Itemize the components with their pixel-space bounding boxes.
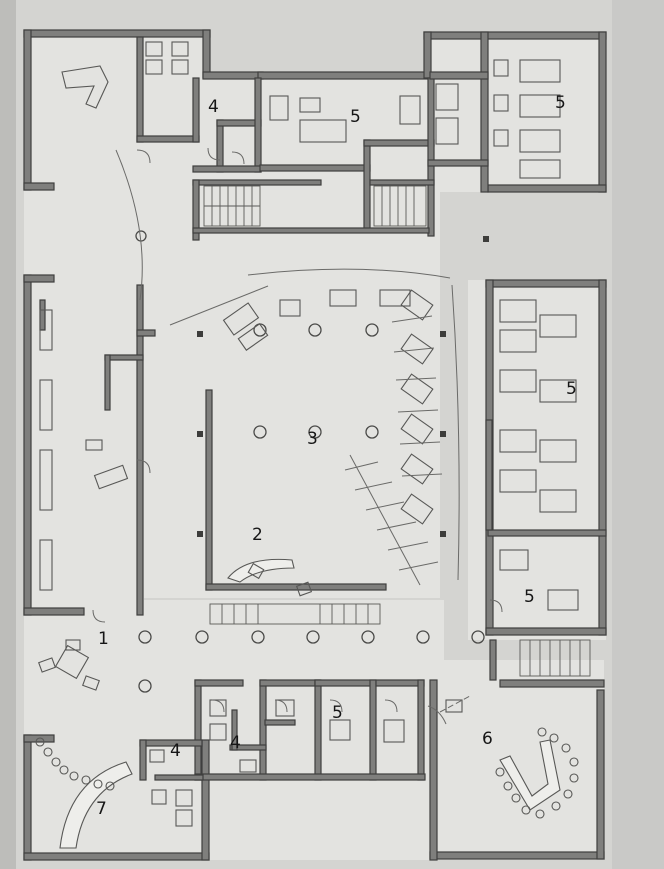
interior-walls — [39, 36, 607, 781]
stairs — [203, 185, 591, 677]
room-label-5-bottom: 5 — [332, 703, 343, 723]
room-label-6: 6 — [482, 729, 493, 749]
room-label-5-right-lower: 5 — [524, 587, 535, 607]
stair-lower-right — [519, 639, 591, 677]
square-pillars — [197, 236, 489, 537]
curved-partitions — [115, 149, 460, 581]
stair-top-right — [373, 185, 427, 227]
room-label-4-bottom-left: 4 — [170, 741, 181, 761]
room-labels: 1 2 3 4 4 4 5 5 5 5 5 6 7 — [96, 93, 577, 819]
room-label-3: 3 — [307, 429, 318, 449]
room-label-2: 2 — [252, 525, 263, 545]
room-label-4-top: 4 — [208, 97, 219, 117]
room-label-5-top-center: 5 — [350, 107, 361, 127]
stair-central — [209, 603, 381, 625]
furniture — [35, 41, 579, 849]
room-label-1: 1 — [98, 629, 109, 649]
doors — [92, 147, 503, 725]
room-label-5-right-mid: 5 — [566, 379, 577, 399]
stair-top-left — [203, 185, 261, 227]
diagonal-fan-partitions — [344, 454, 439, 586]
room-label-7: 7 — [96, 799, 107, 819]
room-label-5-top-right: 5 — [555, 93, 566, 113]
room-label-4-bottom-mid: 4 — [230, 733, 241, 753]
